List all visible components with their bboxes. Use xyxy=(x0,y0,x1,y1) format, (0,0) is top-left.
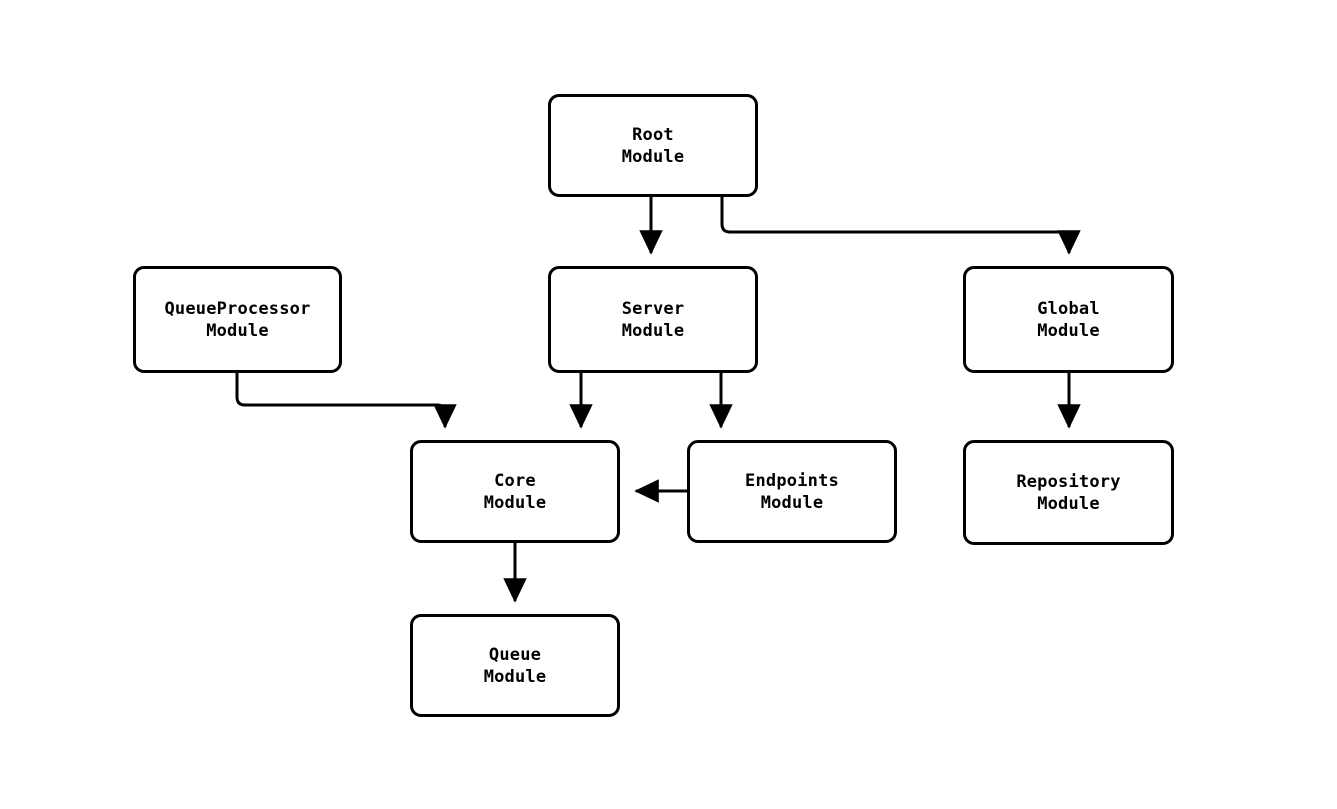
node-core-line2: Module xyxy=(483,492,547,513)
node-global-line1: Global xyxy=(1037,298,1100,319)
node-queueprocessor-line2: Module xyxy=(206,320,269,341)
node-endpoints-line2: Module xyxy=(760,492,824,513)
edge-queueprocessor-core xyxy=(235,373,457,429)
node-queueprocessor-line1: QueueProcessor xyxy=(164,298,311,319)
node-queue-line1: Queue xyxy=(488,644,542,665)
node-queue-line2: Module xyxy=(483,666,547,687)
node-root-line2: Module xyxy=(621,146,685,167)
node-endpoints-line1: Endpoints xyxy=(745,470,839,491)
node-server-line2: Module xyxy=(621,320,685,341)
edge-root-global xyxy=(720,197,1081,255)
node-repository-line1: Repository xyxy=(1016,471,1121,492)
node-repository-line2: Module xyxy=(1037,493,1100,514)
node-core-line1: Core xyxy=(494,470,536,491)
node-root-line1: Root xyxy=(632,124,674,145)
node-server-line1: Server xyxy=(621,298,685,319)
node-global-line2: Module xyxy=(1037,320,1100,341)
